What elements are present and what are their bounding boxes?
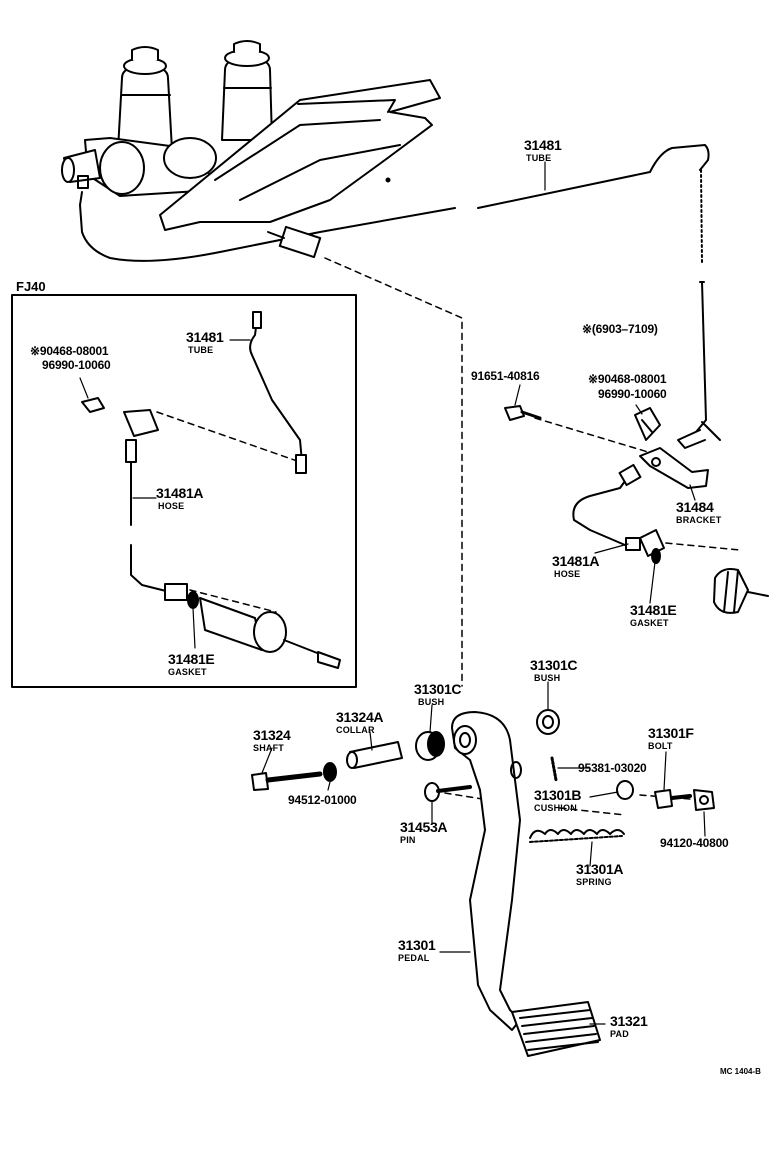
clip-90468-rt [634,407,661,441]
screw-part-number: 95381-03020 [578,761,647,775]
date-range-note: ※(6903–7109) [582,322,658,336]
clip-rt-part-number-2: 96990-10060 [598,387,667,401]
cushion-part-number: 31301B [534,787,582,803]
clutch-pedal-body [451,711,522,1031]
bush-a-part-number: 31301C [414,681,462,697]
inset-tube [249,311,307,474]
hose-rt-part-name: HOSE [554,569,581,579]
cushion-31301b [616,780,634,800]
hose-rt-part-number: 31481A [552,553,600,569]
leader-lines [79,161,706,1025]
bush-31301c-a [415,731,445,761]
gasket-rt-part-name: GASKET [630,618,669,628]
pedal-part-name: PEDAL [398,953,430,963]
shaft-part-number: 31324 [253,727,291,743]
inset-gasket-part-name: GASKET [168,667,207,677]
inset-cylinder [164,583,341,669]
bush-b-part-number: 31301C [530,657,578,673]
pin-part-name: PIN [400,835,416,845]
inset-gasket-part-number: 31481E [168,651,215,667]
bush-a-part-name: BUSH [418,697,445,707]
bracket-part-name: BRACKET [676,515,722,525]
bolt-31301f [654,789,692,809]
inset-clip [81,397,159,437]
washer-part-number: 94512-01000 [288,793,357,807]
reference-code: MC 1404-B [720,1067,761,1076]
pedal-part-number: 31301 [398,937,436,953]
inset-clip-part-number-2: 96990-10060 [42,358,111,372]
gasket-31481e-rt [651,548,661,564]
nut-94120 [693,789,715,811]
bush-31301c-b [536,709,560,735]
bolt-91651 [504,405,542,421]
bolt-f-part-name: BOLT [648,741,673,751]
collar-part-number: 31324A [336,709,384,725]
bracket-31484 [639,447,709,489]
main-tube [477,144,721,449]
release-cylinder-rt [713,568,769,614]
spring-part-number: 31301A [576,861,624,877]
tube-top-part-number: 31481 [524,137,562,153]
pad-part-name: PAD [610,1029,629,1039]
guide-lines [156,257,741,816]
pin-31453a [424,782,472,802]
clip-rt-part-number-1: ※90468-08001 [588,372,667,386]
inset-title: FJ40 [16,279,46,294]
fj40-inset-frame [11,294,357,688]
bolt-91651-part-number: 91651-40816 [471,369,540,383]
cushion-part-name: CUSHION [534,803,577,813]
hose-31481a-rt [572,463,665,557]
collar-part-name: COLLAR [336,725,375,735]
bolt-f-part-number: 31301F [648,725,694,741]
nut-part-number: 94120-40800 [660,836,729,850]
inset-tube-part-name: TUBE [188,345,214,355]
inset-clip-part-number-1: ※90468-08001 [30,344,109,358]
tube-top-part-name: TUBE [526,153,552,163]
pad-part-number: 31321 [610,1013,648,1029]
inset-hose [125,439,171,593]
inset-tube-part-number: 31481 [186,329,224,345]
bush-b-part-name: BUSH [534,673,561,683]
spring-part-name: SPRING [576,877,612,887]
inset-hose-part-name: HOSE [158,501,185,511]
washer-94512 [323,762,337,782]
spring-31301a [529,829,625,843]
shaft-31324 [251,771,323,791]
pedal-pad [511,1001,601,1057]
bracket-part-number: 31484 [676,499,714,515]
master-cylinder-assembly [61,40,456,262]
pin-part-number: 31453A [400,819,448,835]
gasket-rt-part-number: 31481E [630,602,677,618]
collar-31324a [346,741,403,769]
inset-hose-part-number: 31481A [156,485,204,501]
shaft-part-name: SHAFT [253,743,284,753]
screw-95381 [550,756,558,782]
